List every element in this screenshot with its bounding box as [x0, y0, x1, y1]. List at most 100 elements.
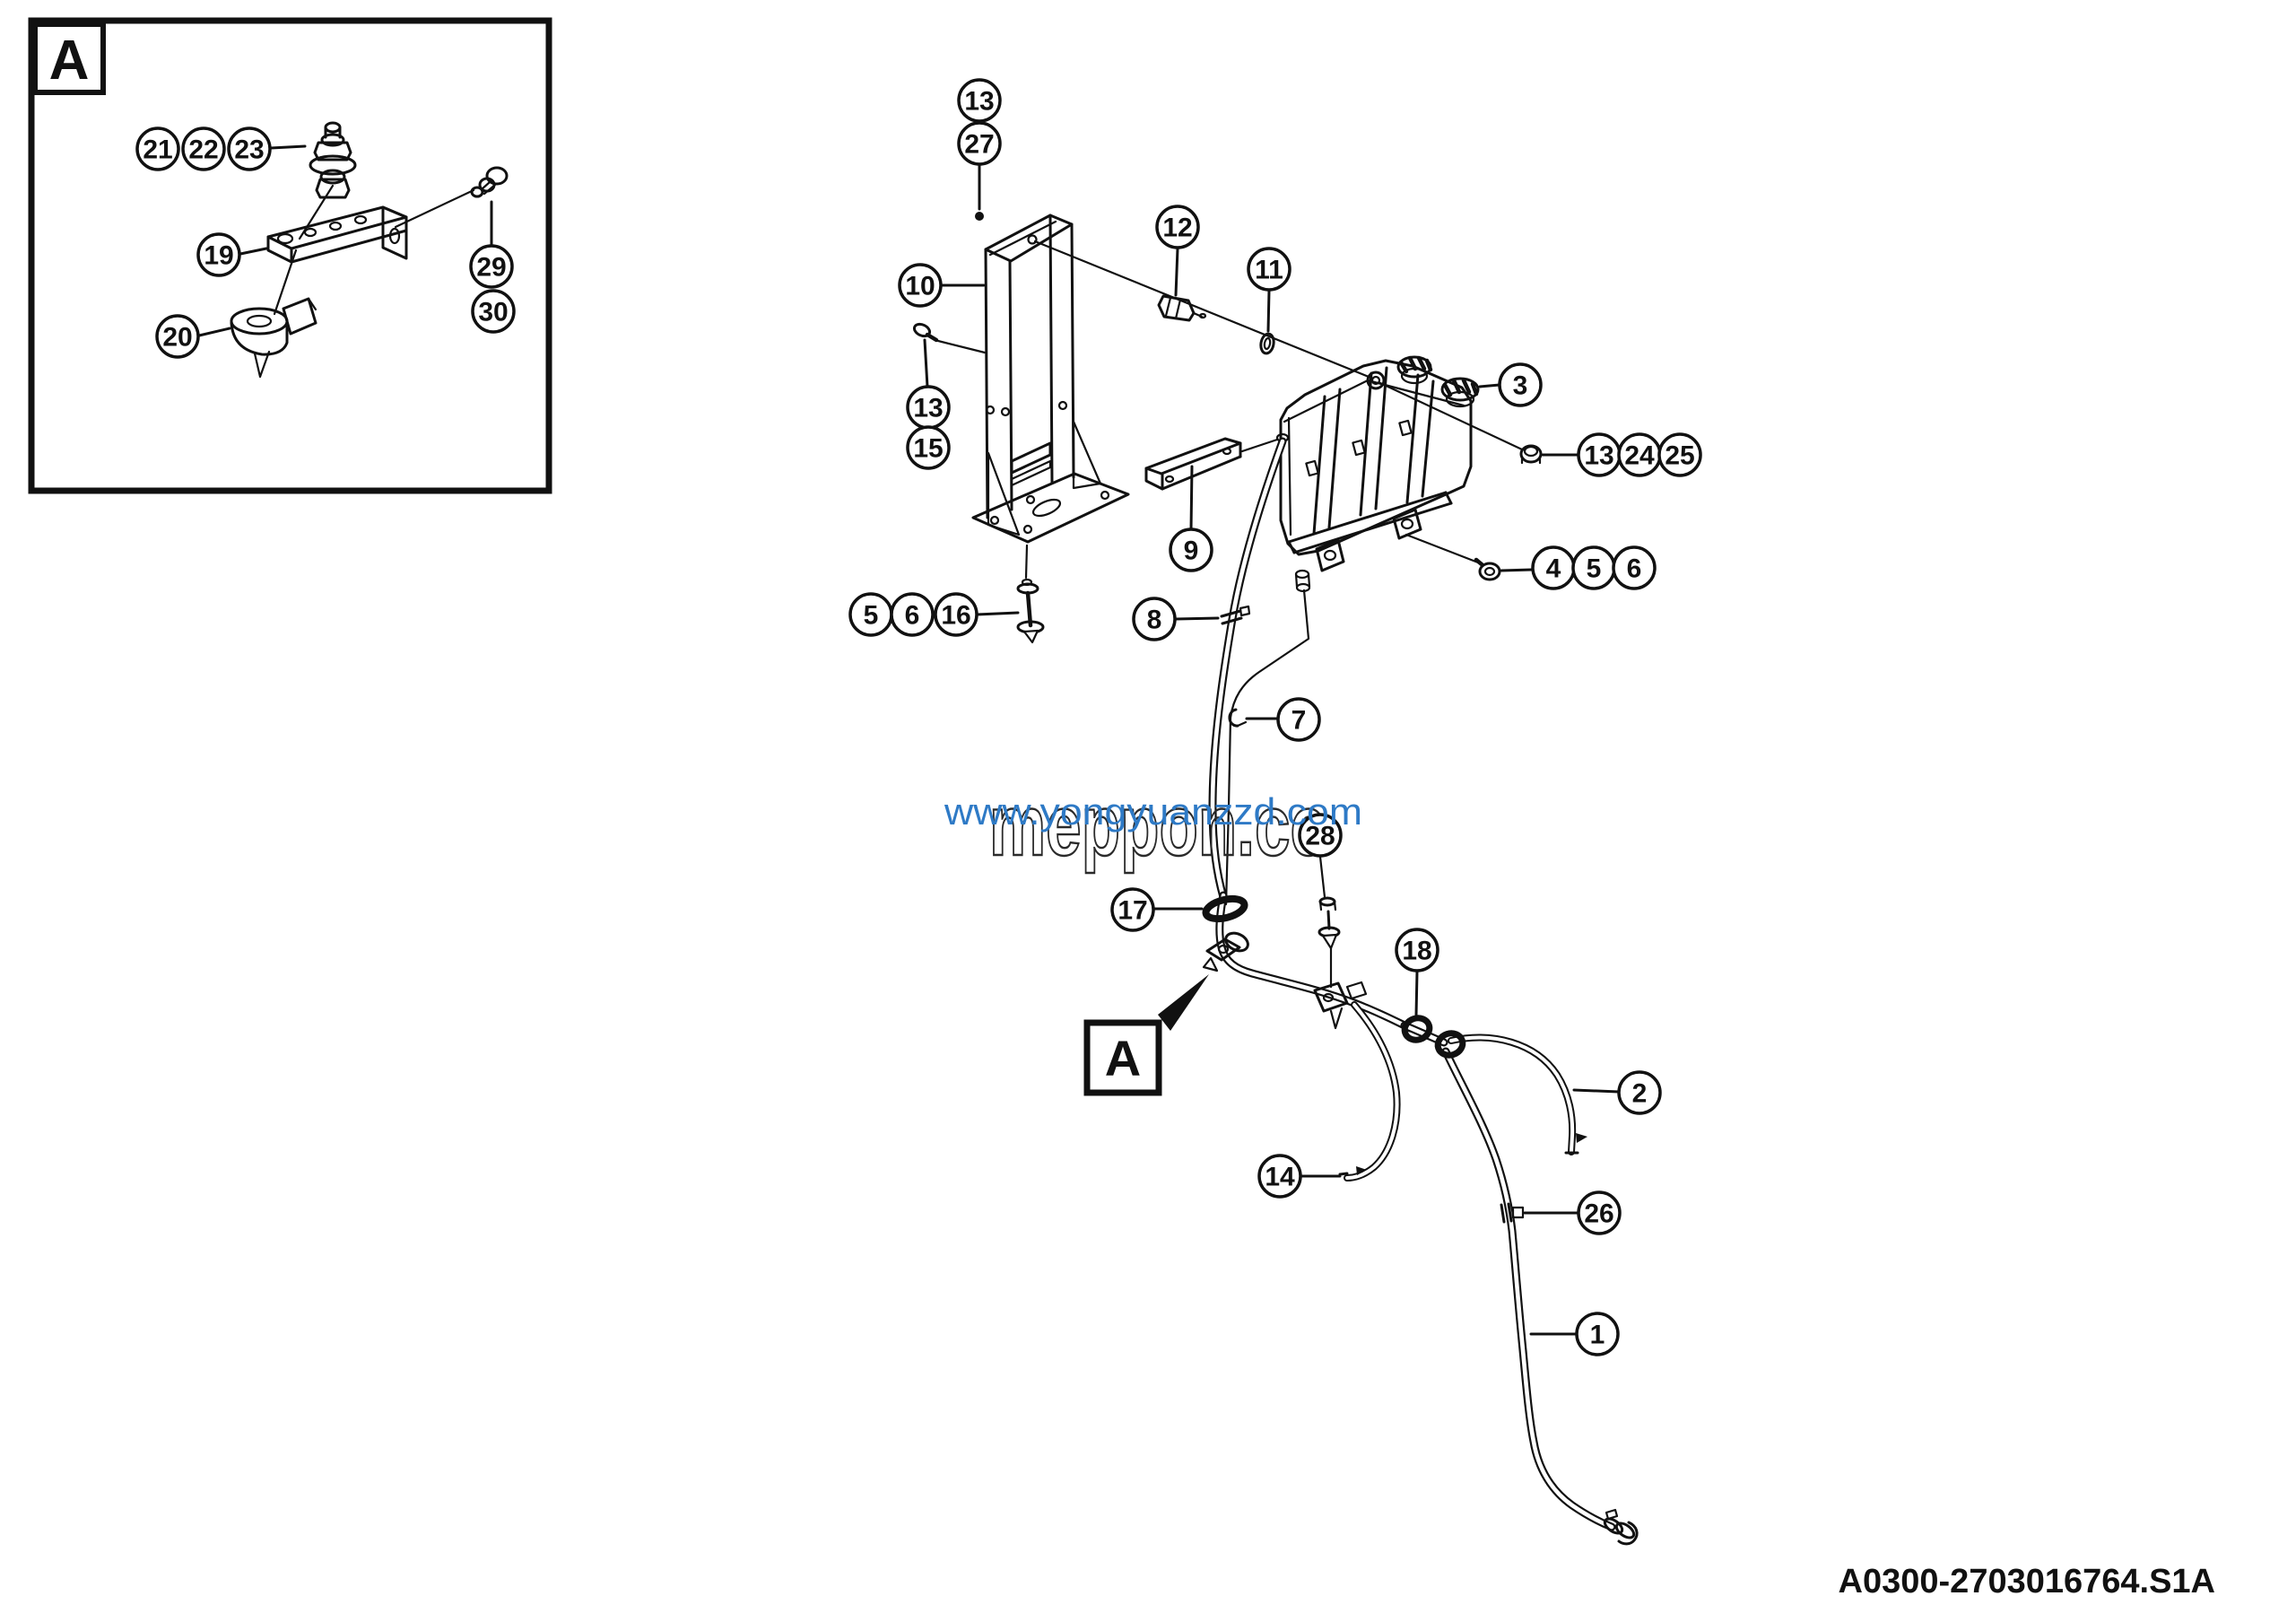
- svg-text:4: 4: [1546, 554, 1561, 584]
- tank-screw: [1405, 533, 1501, 581]
- callout-15: 15: [906, 425, 951, 470]
- expansion-tank: [1275, 355, 1480, 593]
- callout-4: 4: [1531, 545, 1576, 590]
- svg-text:13: 13: [1584, 441, 1613, 471]
- svg-text:13: 13: [913, 394, 943, 423]
- svg-text:25: 25: [1665, 441, 1694, 471]
- callout-6: 6: [1612, 545, 1657, 590]
- callout-19: 19: [196, 232, 241, 277]
- callout-6-2: 6: [890, 592, 935, 637]
- svg-text:2: 2: [1632, 1079, 1648, 1109]
- callout-24: 24: [1617, 432, 1662, 477]
- watermark-outline-text: meppon.cc: [989, 778, 1326, 874]
- callout-12: 12: [1155, 205, 1200, 249]
- junction-bracket: [1202, 931, 1249, 972]
- svg-text:24: 24: [1624, 441, 1655, 471]
- svg-text:10: 10: [905, 272, 935, 301]
- inset-bolt-assembly: [309, 121, 357, 199]
- svg-text:5: 5: [864, 601, 879, 631]
- callout-13-2: 13: [1577, 432, 1622, 477]
- leader-lines: [923, 163, 1621, 1336]
- callout-26: 26: [1577, 1190, 1622, 1235]
- svg-text:7: 7: [1292, 706, 1307, 736]
- bushing-part: [1157, 294, 1207, 322]
- svg-text:1: 1: [1590, 1321, 1605, 1350]
- callout-1: 1: [1575, 1312, 1620, 1356]
- p-clamp: [1313, 981, 1368, 1030]
- svg-text:5: 5: [1587, 554, 1602, 584]
- foot-bolt: [1016, 544, 1045, 644]
- callout-16: 16: [934, 592, 978, 637]
- filler-cap-right: [1440, 377, 1480, 408]
- grommet-18a: [1401, 1015, 1433, 1043]
- svg-text:6: 6: [905, 601, 920, 631]
- callout-18: 18: [1395, 928, 1439, 972]
- callout-5-2: 5: [848, 592, 893, 637]
- support-rail: [1144, 437, 1279, 491]
- svg-text:21: 21: [143, 135, 172, 165]
- inset-fitting: [470, 166, 509, 198]
- watermark-url: www.yongyuanzzd.com: [944, 790, 1362, 833]
- svg-text:27: 27: [964, 130, 994, 160]
- svg-text:16: 16: [941, 601, 970, 631]
- inset-detail-view: [28, 17, 552, 494]
- inset-clamp: [230, 297, 317, 379]
- callout-8: 8: [1132, 597, 1177, 641]
- hose-end-elbow: [1603, 1508, 1639, 1546]
- callout-11: 11: [1247, 247, 1292, 292]
- svg-text:23: 23: [234, 135, 264, 165]
- callout-13: 13: [957, 78, 1002, 123]
- callout-28: 28: [1298, 813, 1343, 858]
- svg-text:26: 26: [1584, 1199, 1613, 1229]
- callout-27: 27: [957, 121, 1002, 166]
- svg-text:20: 20: [162, 323, 192, 353]
- part-number: A0300-2703016764.S1A: [1839, 1563, 2215, 1600]
- svg-text:17: 17: [1118, 896, 1147, 926]
- inset-label-box: [32, 22, 106, 95]
- callout-10: 10: [898, 263, 943, 308]
- callout-7: 7: [1276, 697, 1321, 742]
- svg-text:8: 8: [1147, 606, 1162, 635]
- callout-2: 2: [1617, 1070, 1662, 1115]
- svg-text:6: 6: [1627, 554, 1642, 584]
- grommet-17: [1202, 894, 1248, 923]
- callout-30: 30: [471, 289, 516, 334]
- detail-pointer-box: [1083, 1019, 1162, 1096]
- svg-text:18: 18: [1402, 937, 1431, 966]
- callout-5: 5: [1571, 545, 1616, 590]
- push-pin-28: [1318, 855, 1341, 989]
- svg-text:12: 12: [1162, 214, 1192, 243]
- hoses: [1208, 437, 1639, 1546]
- inset-bracket: [266, 205, 408, 264]
- callout-20: 20: [155, 314, 200, 359]
- callout-22: 22: [181, 126, 226, 171]
- grommet-18b: [1434, 1030, 1466, 1059]
- callout-9: 9: [1169, 528, 1213, 572]
- detail-pointer-wedge: [1158, 974, 1209, 1031]
- svg-text:30: 30: [478, 298, 508, 327]
- callout-25: 25: [1657, 432, 1702, 477]
- detail-pointer-label: A: [1105, 1030, 1141, 1086]
- callout-21: 21: [135, 126, 180, 171]
- inset-view-label: A: [49, 30, 90, 92]
- svg-text:28: 28: [1305, 822, 1335, 851]
- svg-text:29: 29: [476, 253, 506, 283]
- callout-23: 23: [227, 126, 272, 171]
- line-art: [28, 17, 1639, 1546]
- svg-text:19: 19: [204, 241, 233, 271]
- svg-text:9: 9: [1184, 536, 1199, 566]
- small-screw: [912, 322, 987, 354]
- svg-text:15: 15: [913, 434, 943, 464]
- svg-text:14: 14: [1265, 1163, 1295, 1192]
- tube-clip-7: [1228, 708, 1248, 728]
- inset-border: [28, 17, 552, 494]
- tank-nut: [1378, 381, 1543, 465]
- callout-3: 3: [1498, 362, 1543, 407]
- svg-text:11: 11: [1255, 256, 1283, 285]
- o-ring: [1259, 332, 1275, 355]
- svg-text:22: 22: [188, 135, 218, 165]
- callout-29: 29: [469, 244, 514, 289]
- callout-13-3: 13: [906, 385, 951, 430]
